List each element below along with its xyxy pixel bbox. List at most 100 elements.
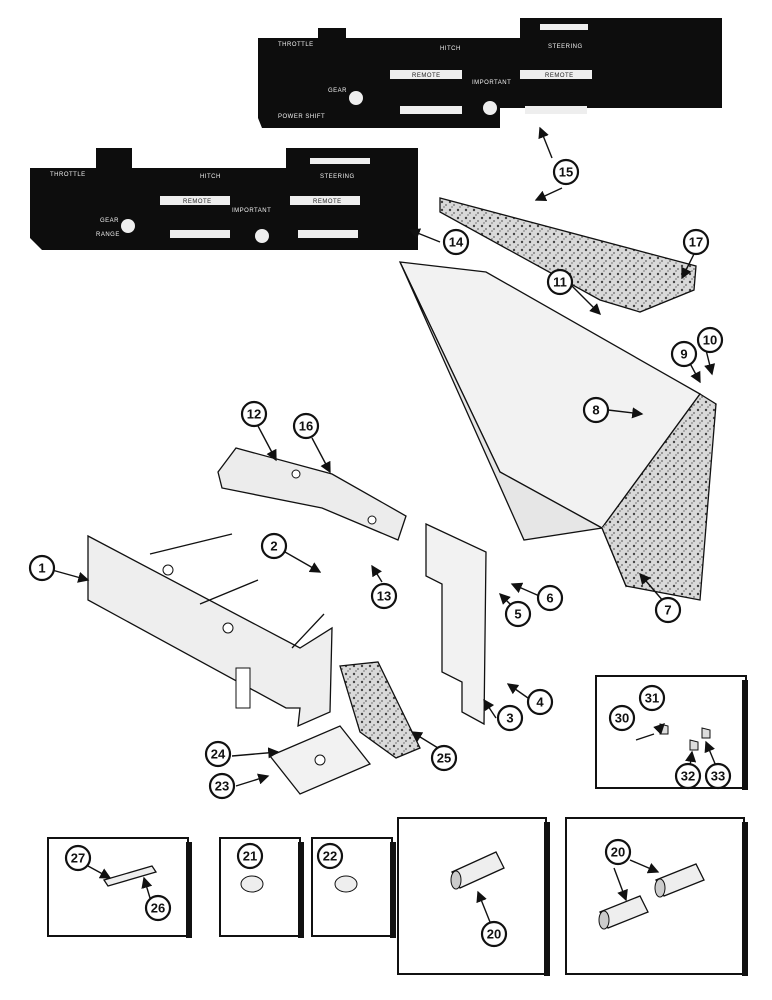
callout-6: 6 — [536, 584, 564, 612]
callout-20-single: 20 — [480, 920, 508, 948]
console-shroud — [398, 261, 717, 601]
svg-text:2: 2 — [270, 539, 277, 554]
svg-text:1: 1 — [38, 561, 45, 576]
callout-7: 7 — [654, 596, 682, 624]
remote-slot — [520, 70, 592, 79]
callout-32: 32 — [674, 762, 702, 790]
front-plate — [87, 533, 333, 728]
callout-23: 23 — [208, 772, 236, 800]
callout-33: 33 — [704, 762, 732, 790]
hitch-label: HITCH — [440, 46, 461, 52]
gauge-hole — [255, 229, 269, 243]
callout-12: 12 — [240, 400, 268, 428]
callout-27: 27 — [64, 844, 92, 872]
important-label: IMPORTANT — [232, 208, 271, 214]
remote-slot — [525, 106, 587, 114]
svg-text:11: 11 — [553, 275, 567, 290]
callout-30: 30 — [608, 704, 636, 732]
callout-17: 17 — [682, 228, 710, 256]
callout-8: 8 — [582, 396, 610, 424]
side-plate — [425, 522, 487, 726]
svg-text:21: 21 — [243, 849, 257, 864]
svg-text:17: 17 — [689, 235, 703, 250]
svg-text:20: 20 — [611, 845, 625, 860]
callout-26: 26 — [144, 894, 172, 922]
svg-text:8: 8 — [592, 403, 599, 418]
callout-25: 25 — [430, 744, 458, 772]
svg-text:3: 3 — [506, 711, 513, 726]
speckled-cover-plate — [439, 197, 697, 313]
svg-text:32: 32 — [681, 769, 695, 784]
remote-label: REMOTE — [412, 73, 441, 79]
remote-label: REMOTE — [183, 199, 212, 205]
remote-slot — [290, 196, 360, 205]
foam-pad — [339, 661, 421, 759]
steering-slot — [540, 24, 588, 30]
instrument-panel-decal-upper: THROTTLE HITCH STEERING IMPORTANT POWER … — [258, 18, 722, 128]
power-shift-label: POWER SHIFT — [278, 114, 325, 120]
svg-text:31: 31 — [645, 691, 659, 706]
svg-text:7: 7 — [664, 603, 671, 618]
remote-slot — [170, 230, 230, 238]
inset-box-sleeve-single — [397, 817, 550, 976]
svg-text:5: 5 — [514, 607, 521, 622]
svg-text:13: 13 — [377, 589, 391, 604]
callout-3: 3 — [496, 704, 524, 732]
callout-16: 16 — [292, 412, 320, 440]
gauge-hole — [349, 91, 363, 105]
svg-text:24: 24 — [211, 747, 226, 762]
svg-text:33: 33 — [711, 769, 725, 784]
callout-2: 2 — [260, 532, 288, 560]
callout-22: 22 — [316, 842, 344, 870]
hitch-label: HITCH — [200, 174, 221, 180]
small-plate — [268, 725, 372, 795]
steering-slot — [310, 158, 370, 164]
callout-14: 14 — [442, 228, 470, 256]
svg-text:26: 26 — [151, 901, 165, 916]
gauge-hole — [121, 219, 135, 233]
svg-text:6: 6 — [546, 591, 553, 606]
remote-slot — [400, 106, 462, 114]
instrument-panel-decal-lower: THROTTLE HITCH STEERING IMPORTANT RANGE … — [30, 148, 418, 250]
important-label: IMPORTANT — [472, 80, 511, 86]
steering-label: STEERING — [548, 44, 583, 50]
callout-4: 4 — [526, 688, 554, 716]
callout-21: 21 — [236, 842, 264, 870]
callout-20-double: 20 — [604, 838, 632, 866]
svg-text:14: 14 — [449, 235, 464, 250]
throttle-label: THROTTLE — [278, 42, 314, 48]
svg-text:25: 25 — [437, 751, 451, 766]
throttle-label: THROTTLE — [50, 172, 86, 178]
callout-5: 5 — [504, 600, 532, 628]
svg-text:4: 4 — [536, 695, 544, 710]
svg-text:9: 9 — [680, 347, 687, 362]
gauge-hole — [483, 101, 497, 115]
svg-text:12: 12 — [247, 407, 261, 422]
gear-label: GEAR — [100, 218, 119, 224]
svg-text:27: 27 — [71, 851, 85, 866]
callout-1: 1 — [28, 554, 56, 582]
callout-24: 24 — [204, 740, 232, 768]
callout-10: 10 — [696, 326, 724, 354]
leader-lines — [51, 126, 717, 923]
mounting-bracket — [217, 447, 407, 541]
gear-label: GEAR — [328, 88, 347, 94]
svg-text:22: 22 — [323, 849, 337, 864]
remote-slot — [390, 70, 462, 79]
svg-text:16: 16 — [299, 419, 313, 434]
remote-slot — [298, 230, 358, 238]
remote-label: REMOTE — [313, 199, 342, 205]
range-label: RANGE — [96, 232, 120, 238]
inset-box-bracket — [47, 837, 192, 938]
remote-label: REMOTE — [545, 73, 574, 79]
svg-text:20: 20 — [487, 927, 501, 942]
callout-31: 31 — [638, 684, 666, 712]
inset-box-sleeve-double — [565, 817, 748, 976]
svg-text:15: 15 — [559, 165, 573, 180]
callout-15: 15 — [552, 158, 580, 186]
svg-text:23: 23 — [215, 779, 229, 794]
remote-slot — [160, 196, 230, 205]
steering-label: STEERING — [320, 174, 355, 180]
callout-11: 11 — [546, 268, 574, 296]
